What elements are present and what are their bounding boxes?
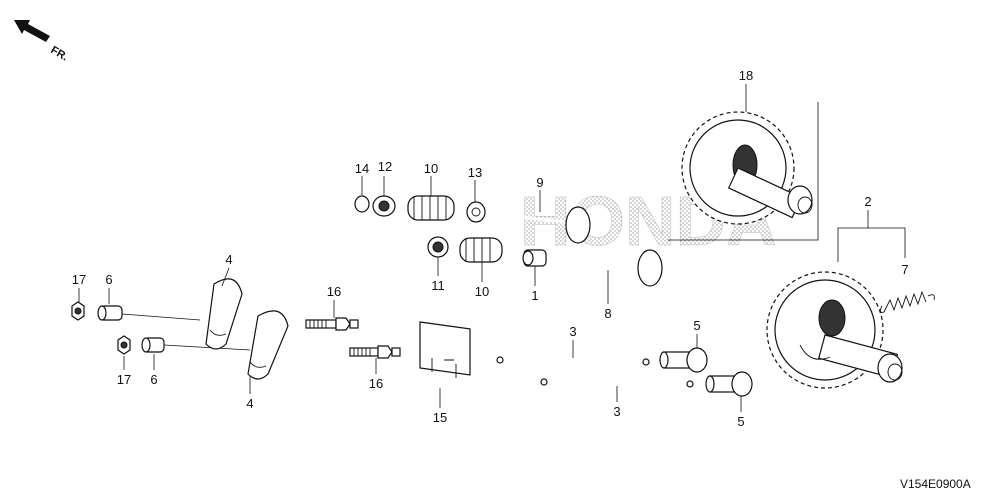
direction-label: FR. [49,44,70,63]
group-bracket-2-right [868,227,906,258]
callout-14: 14 [355,161,369,176]
callout-8: 8 [604,306,611,321]
callout-13: 13 [468,165,482,180]
callout-16-upper: 16 [327,284,341,299]
camshaft-gear-lower[interactable] [766,271,903,389]
push-rod-guide-plate[interactable] [419,315,471,382]
valve-stem-seal[interactable] [466,201,486,223]
leader-pivot-upper [121,313,201,321]
callout-labels: 18 14 12 10 13 9 2 11 10 1 8 7 4 17 6 16… [72,68,909,429]
valve-guide[interactable] [522,249,547,267]
rocker-arm-upper[interactable] [205,278,243,350]
rocker-stud-upper[interactable] [305,317,359,331]
callout-10-lower: 10 [475,284,489,299]
callout-3-upper: 3 [569,324,576,339]
callout-17-upper: 17 [72,272,86,287]
leader-pivot-lower [163,344,251,351]
valve-cap[interactable] [354,195,370,213]
valve-spring-lower[interactable] [459,237,503,263]
callout-11: 11 [431,278,445,293]
adjusting-nut-lower[interactable] [117,335,131,355]
diagram-code: V154E0900A [900,477,971,491]
pivot-upper[interactable] [97,305,123,321]
group-bracket-18 [668,102,819,241]
callout-1: 1 [531,288,538,303]
valve-retainer-upper[interactable] [372,195,396,217]
push-rod-upper[interactable] [496,356,650,366]
callout-12: 12 [378,159,392,174]
callout-15: 15 [433,410,447,425]
rocker-stud-lower[interactable] [349,345,401,359]
push-rod-lower[interactable] [540,378,694,388]
exhaust-valve[interactable] [561,249,663,287]
camshaft-gear-upper[interactable] [681,111,813,225]
pivot-lower[interactable] [141,337,165,353]
valve-retainer-lower[interactable] [427,236,449,258]
callout-5-upper: 5 [693,318,700,333]
callout-9: 9 [536,175,543,190]
rocker-arm-lower[interactable] [247,310,289,380]
callout-5-lower: 5 [737,414,744,429]
valve-lifter-upper[interactable] [659,347,708,373]
callout-6-upper: 6 [105,272,112,287]
adjusting-nut-upper[interactable] [71,301,85,321]
callout-4-lower: 4 [246,396,253,411]
callout-3-lower: 3 [613,404,620,419]
valve-lifter-lower[interactable] [705,371,753,397]
callout-2: 2 [864,194,871,209]
callout-18: 18 [739,68,753,83]
callout-10-upper: 10 [424,161,438,176]
callout-7: 7 [901,262,908,277]
callout-leaders [78,84,747,412]
valve-spring-upper[interactable] [407,195,455,221]
callout-4-upper: 4 [225,252,232,267]
intake-valve[interactable] [493,206,591,244]
callout-6-lower: 6 [150,372,157,387]
callout-17-lower: 17 [117,372,131,387]
group-bracket-2-left [837,210,869,262]
callout-16-lower: 16 [369,376,383,391]
decompressor-spring[interactable] [879,290,935,313]
front-direction-arrow-icon: FR. [14,20,70,63]
